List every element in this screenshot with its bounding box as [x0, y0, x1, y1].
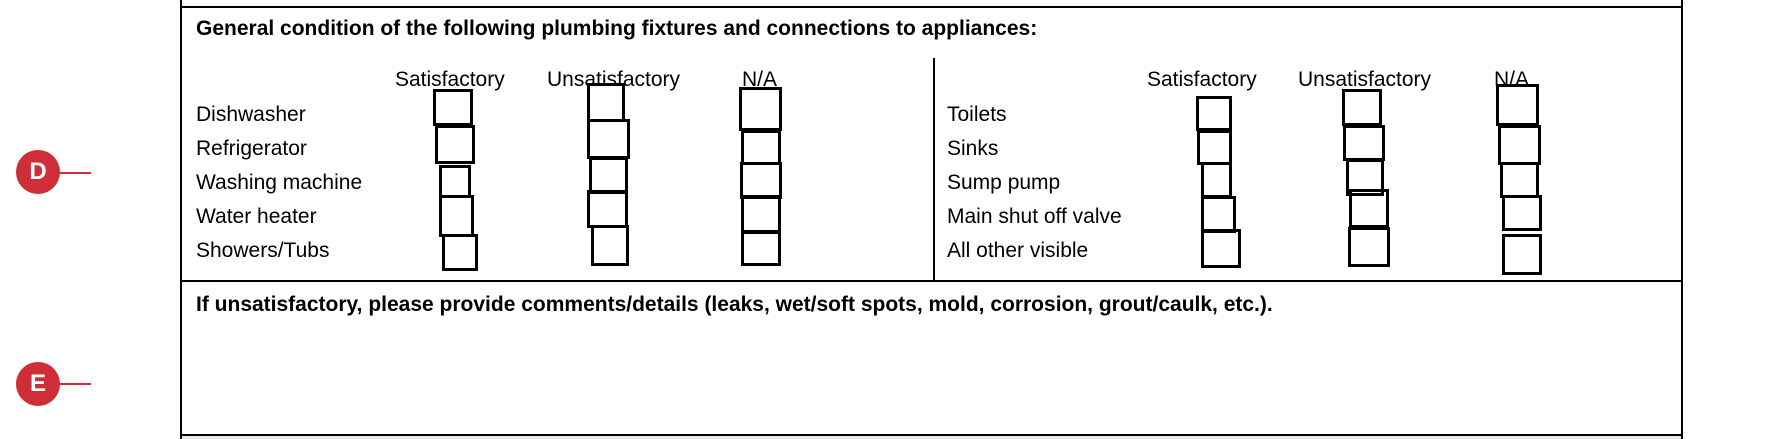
- sinks-satisfactory-checkbox[interactable]: [1197, 130, 1232, 165]
- left-col-unsatisfactory: Unsatisfactory: [547, 68, 681, 91]
- all-other-visible-unsatisfactory-checkbox[interactable]: [1348, 227, 1390, 267]
- all-other-visible-satisfactory-checkbox[interactable]: [1201, 229, 1241, 268]
- item-label-dishwasher: Dishwasher: [196, 103, 306, 126]
- showers-tubs-unsatisfactory-checkbox[interactable]: [591, 225, 629, 266]
- toilets-unsatisfactory-checkbox[interactable]: [1342, 89, 1382, 126]
- main-shut-off-valve-na-checkbox[interactable]: [1502, 195, 1542, 231]
- sump-pump-satisfactory-checkbox[interactable]: [1201, 162, 1232, 198]
- toilets-satisfactory-checkbox[interactable]: [1196, 96, 1232, 131]
- item-label-water-heater: Water heater: [196, 205, 317, 228]
- right-col-unsatisfactory: Unsatisfactory: [1298, 68, 1432, 91]
- item-label-sinks: Sinks: [947, 137, 999, 160]
- section-marker-d: D: [16, 150, 60, 194]
- comments-area[interactable]: [182, 320, 1681, 432]
- item-label-refrigerator: Refrigerator: [196, 137, 307, 160]
- item-label-toilets: Toilets: [947, 103, 1007, 126]
- item-label-main-shut-off-valve: Main shut off valve: [947, 205, 1122, 228]
- right-col-satisfactory: Satisfactory: [1147, 68, 1257, 91]
- sinks-na-checkbox[interactable]: [1498, 125, 1541, 165]
- item-label-all-other-visible: All other visible: [947, 239, 1089, 262]
- section-marker-e-line: [58, 383, 91, 385]
- item-label-washing-machine: Washing machine: [196, 171, 363, 194]
- sinks-unsatisfactory-checkbox[interactable]: [1343, 125, 1385, 161]
- form-frame: [180, 0, 1683, 439]
- section-divider: [180, 280, 1683, 282]
- main-shut-off-valve-satisfactory-checkbox[interactable]: [1201, 196, 1236, 233]
- refrigerator-unsatisfactory-checkbox[interactable]: [587, 119, 630, 159]
- comments-heading: If unsatisfactory, please provide commen…: [196, 293, 1273, 316]
- left-col-satisfactory: Satisfactory: [395, 68, 505, 91]
- refrigerator-satisfactory-checkbox[interactable]: [435, 125, 475, 164]
- sump-pump-na-checkbox[interactable]: [1500, 162, 1539, 198]
- water-heater-satisfactory-checkbox[interactable]: [439, 195, 474, 237]
- left-col-na: N/A: [742, 68, 778, 91]
- washing-machine-unsatisfactory-checkbox[interactable]: [589, 157, 628, 194]
- toilets-na-checkbox[interactable]: [1496, 84, 1539, 126]
- washing-machine-na-checkbox[interactable]: [740, 162, 782, 199]
- showers-tubs-na-checkbox[interactable]: [741, 231, 781, 266]
- top-divider: [180, 6, 1683, 8]
- showers-tubs-satisfactory-checkbox[interactable]: [442, 234, 478, 271]
- dishwasher-satisfactory-checkbox[interactable]: [433, 89, 473, 126]
- main-shut-off-valve-unsatisfactory-checkbox[interactable]: [1349, 189, 1389, 228]
- column-divider: [933, 58, 935, 280]
- plumbing-section-heading: General condition of the following plumb…: [196, 17, 1038, 40]
- dishwasher-na-checkbox[interactable]: [739, 87, 782, 131]
- dishwasher-unsatisfactory-checkbox[interactable]: [587, 83, 625, 122]
- next-section-edge: [182, 436, 1681, 439]
- water-heater-na-checkbox[interactable]: [741, 195, 781, 233]
- washing-machine-satisfactory-checkbox[interactable]: [439, 165, 471, 198]
- refrigerator-na-checkbox[interactable]: [741, 130, 781, 165]
- bottom-divider: [180, 434, 1683, 436]
- all-other-visible-na-checkbox[interactable]: [1502, 234, 1542, 275]
- section-marker-d-line: [58, 172, 91, 174]
- item-label-sump-pump: Sump pump: [947, 171, 1061, 194]
- sump-pump-unsatisfactory-checkbox[interactable]: [1346, 159, 1384, 196]
- water-heater-unsatisfactory-checkbox[interactable]: [587, 190, 628, 228]
- item-label-showers-tubs: Showers/Tubs: [196, 239, 330, 262]
- section-marker-e: E: [16, 362, 60, 406]
